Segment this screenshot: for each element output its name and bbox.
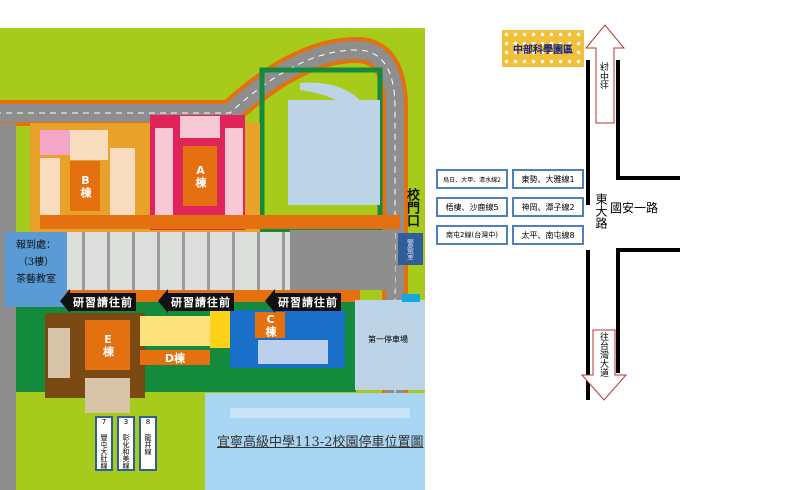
building-b: B棟 xyxy=(70,161,100,211)
restroom xyxy=(40,130,70,155)
parking-lot-1-label: 第一停車場 xyxy=(368,335,408,344)
road-lines xyxy=(580,24,680,401)
guard-room: 警衛室 xyxy=(398,233,423,265)
bus-stop: 8 龍井線 xyxy=(139,416,157,471)
gate-label: 校門口 xyxy=(404,188,419,227)
direction-arrow: 研習請往前 xyxy=(158,289,234,313)
bus-route: 太平、南屯線8 xyxy=(512,225,584,245)
bus-route: 神岡、潭子線2 xyxy=(512,197,584,217)
map-title: 宜寧高級中學113-2校園停車位置圖 xyxy=(217,435,424,450)
science-park-landmark: 中部科學園區 xyxy=(502,30,584,67)
direction-arrow: 研習請往前 xyxy=(265,289,341,313)
plaza xyxy=(290,230,395,290)
campus-map: B棟 A棟 E棟 D棟 C棟 第一停車場 校門口 警衛室 報到處： （3樓） 茶… xyxy=(0,28,425,490)
roads xyxy=(0,36,425,490)
registration-line: 報到處： xyxy=(16,240,56,251)
building-d: D棟 xyxy=(140,350,210,365)
registration-floor: （3樓） xyxy=(17,257,55,268)
classrooms xyxy=(110,148,135,228)
registration-room: 茶藝教室 xyxy=(16,274,56,285)
classrooms xyxy=(258,340,328,364)
cross-road-label: 國安一路 xyxy=(610,201,659,215)
building-e: E棟 xyxy=(85,320,130,370)
classrooms xyxy=(155,128,173,226)
classrooms xyxy=(48,328,70,378)
bus-route: 南屯2線(台灣中) xyxy=(436,225,508,245)
building-c: C棟 xyxy=(255,312,285,338)
stairs xyxy=(210,308,230,348)
bus-route: 烏日、大甲、清水線2 xyxy=(436,169,508,189)
direction-arrow: 研習請往前 xyxy=(60,289,136,313)
south-arrow-label: 往台灣大道 xyxy=(598,332,608,377)
classrooms xyxy=(40,158,60,223)
main-road-label: 東大路 xyxy=(594,193,608,229)
classrooms xyxy=(70,130,108,160)
corridor xyxy=(60,232,290,290)
registration-box: 報到處： （3樓） 茶藝教室 xyxy=(5,232,67,307)
building-a: A棟 xyxy=(183,146,217,206)
classrooms xyxy=(85,378,130,413)
bus-route: 梧棲、沙鹿線5 xyxy=(436,197,508,217)
walkway xyxy=(40,215,400,229)
bus-route-table: 烏日、大甲、清水線2 東勢、大雅線1 梧棲、沙鹿線5 神岡、潭子線2 南屯2線(… xyxy=(436,169,584,245)
bus-stop: 7 豐屯大肚線 xyxy=(95,416,113,471)
classrooms xyxy=(225,128,243,226)
bus-route: 東勢、大雅線1 xyxy=(512,169,584,189)
north-arrow-label: 往中科 xyxy=(598,62,608,89)
bus-stop: 3 彰化和美線 xyxy=(117,416,135,471)
classrooms xyxy=(180,116,220,138)
gate-marker xyxy=(402,294,420,302)
parking-lot-1 xyxy=(355,300,425,390)
